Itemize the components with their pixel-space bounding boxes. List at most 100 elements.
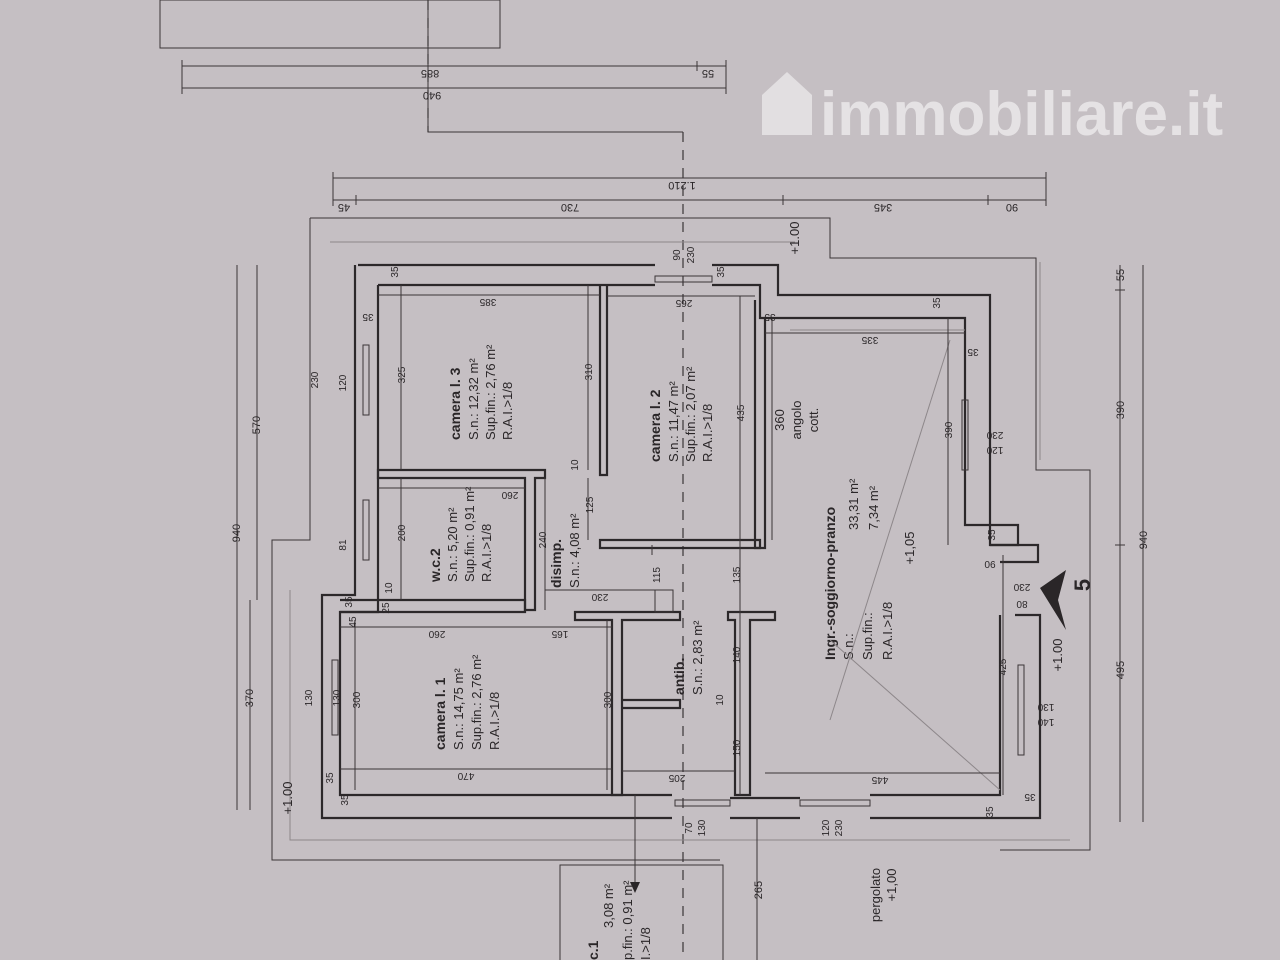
camera-2-rai: R.A.I.>1/8 xyxy=(700,404,715,462)
level-right: +1.00 xyxy=(1050,639,1065,672)
svg-text:35: 35 xyxy=(932,297,943,309)
svg-text:230: 230 xyxy=(1013,581,1030,592)
svg-text:335: 335 xyxy=(861,334,878,345)
svg-text:390: 390 xyxy=(944,421,955,438)
svg-text:130: 130 xyxy=(332,689,343,706)
wc-1-window-area: p.fin.: 0,91 m² xyxy=(620,880,635,960)
camera-3-window-area: Sup.fin.: 2,76 m² xyxy=(483,344,498,440)
dim-265-bottom: 265 xyxy=(753,881,765,899)
svg-text:90: 90 xyxy=(984,558,996,569)
svg-text:10: 10 xyxy=(384,582,395,594)
svg-text:240: 240 xyxy=(538,531,549,548)
angolo-cottura-dim: 360 xyxy=(772,409,787,431)
dim-345: 345 xyxy=(874,201,892,213)
dim-55-right: 55 xyxy=(1115,269,1127,281)
wc-1-rai: I.>1/8 xyxy=(638,927,653,960)
dim-730: 730 xyxy=(561,201,579,213)
terrace-inner-outline xyxy=(289,241,1070,841)
svg-text:35: 35 xyxy=(325,772,336,784)
room-name-soggiorno: Ingr.-soggiorno-pranzo xyxy=(822,507,838,660)
camera-1-area: S.n.: 14,75 m² xyxy=(451,668,466,750)
svg-text:35: 35 xyxy=(987,529,998,541)
svg-text:35: 35 xyxy=(985,806,996,818)
svg-text:80: 80 xyxy=(1016,598,1028,609)
room-name-wc-2: w.c.2 xyxy=(427,548,443,583)
pergolato-level: +1,00 xyxy=(884,869,899,902)
level-top: +1.00 xyxy=(787,222,802,255)
interior-walls xyxy=(340,285,777,797)
svg-text:25: 25 xyxy=(381,602,392,614)
svg-text:385: 385 xyxy=(479,296,496,307)
camera-1-window-area: Sup.fin.: 2,76 m² xyxy=(469,654,484,750)
room-name-camera-1: camera l. 1 xyxy=(432,677,448,750)
svg-text:230: 230 xyxy=(591,591,608,602)
svg-text:35: 35 xyxy=(716,266,727,278)
svg-text:230: 230 xyxy=(986,429,1003,440)
dim-940-right: 940 xyxy=(1138,531,1150,549)
dim-495-right: 495 xyxy=(1115,661,1127,679)
dim-885: 885 xyxy=(421,67,439,79)
house-logo-icon xyxy=(762,72,812,135)
svg-text:35: 35 xyxy=(362,311,374,322)
svg-text:115: 115 xyxy=(652,567,663,583)
svg-text:200: 200 xyxy=(397,524,408,541)
dim-1210: 1.210 xyxy=(668,179,696,191)
svg-text:435: 435 xyxy=(736,404,747,421)
svg-text:90: 90 xyxy=(672,249,683,261)
svg-text:35: 35 xyxy=(967,346,979,357)
room-name-wc-1: c.1 xyxy=(585,940,601,960)
svg-text:325: 325 xyxy=(397,366,408,383)
svg-text:81: 81 xyxy=(338,539,349,551)
svg-text:125: 125 xyxy=(585,496,596,513)
svg-text:150: 150 xyxy=(732,739,743,756)
wc-1-area: 3,08 m² xyxy=(601,883,616,928)
dim-940-left: 940 xyxy=(231,524,243,542)
angolo-cottura-label-2: cott. xyxy=(806,408,821,433)
svg-text:35: 35 xyxy=(764,311,776,322)
svg-text:120: 120 xyxy=(821,819,832,836)
svg-text:135: 135 xyxy=(732,566,743,583)
svg-text:70: 70 xyxy=(684,822,695,834)
soggiorno-window-value: 7,34 m² xyxy=(866,485,881,530)
svg-text:300: 300 xyxy=(603,691,614,708)
dim-940: 940 xyxy=(423,89,441,101)
svg-text:35: 35 xyxy=(390,266,401,278)
svg-text:35: 35 xyxy=(1024,791,1036,802)
svg-text:45: 45 xyxy=(348,616,359,628)
disimp-area: S.n.: 4,08 m² xyxy=(567,513,582,588)
neighbour-building xyxy=(159,0,501,49)
inner-dimension-labels: 35 385 35 325 310 10 230 120 260 200 10 … xyxy=(304,246,1054,836)
camera-1-rai: R.A.I.>1/8 xyxy=(487,692,502,750)
arrow-down-icon xyxy=(630,882,640,893)
room-name-antib: antib. xyxy=(671,658,687,695)
camera-3-area: S.n.: 12,32 m² xyxy=(466,358,481,440)
soggiorno-rai: R.A.I.>1/8 xyxy=(880,602,895,660)
soggiorno-area-value: 33,31 m² xyxy=(846,478,861,530)
dim-45: 45 xyxy=(338,201,350,213)
watermark: immobiliare.it xyxy=(762,72,1223,149)
svg-text:165: 165 xyxy=(551,628,568,639)
svg-text:445: 445 xyxy=(871,774,888,785)
wc-2-area: S.n.: 5,20 m² xyxy=(445,507,460,582)
entrance-arrow-icon xyxy=(1040,570,1066,630)
watermark-text: immobiliare.it xyxy=(820,80,1223,149)
wc-1-outline xyxy=(559,864,724,960)
exterior-walls xyxy=(320,263,1042,820)
svg-text:130: 130 xyxy=(1037,701,1054,712)
svg-text:260: 260 xyxy=(428,628,445,639)
side-dimension-lines xyxy=(236,265,1144,822)
wc-2-window-area: Sup.fin.: 0,91 m² xyxy=(462,486,477,582)
dim-90: 90 xyxy=(1006,201,1018,213)
dim-370-left: 370 xyxy=(244,689,256,707)
svg-text:120: 120 xyxy=(338,374,349,391)
room-name-camera-2: camera l. 2 xyxy=(647,389,663,462)
terrace-outline xyxy=(271,217,1091,861)
svg-text:10: 10 xyxy=(570,459,581,471)
svg-text:35: 35 xyxy=(340,794,351,806)
svg-text:130: 130 xyxy=(697,819,708,836)
compass-label: 5 xyxy=(1070,579,1095,591)
svg-text:205: 205 xyxy=(668,772,685,783)
svg-text:140: 140 xyxy=(1037,716,1054,727)
camera-3-rai: R.A.I.>1/8 xyxy=(500,382,515,440)
